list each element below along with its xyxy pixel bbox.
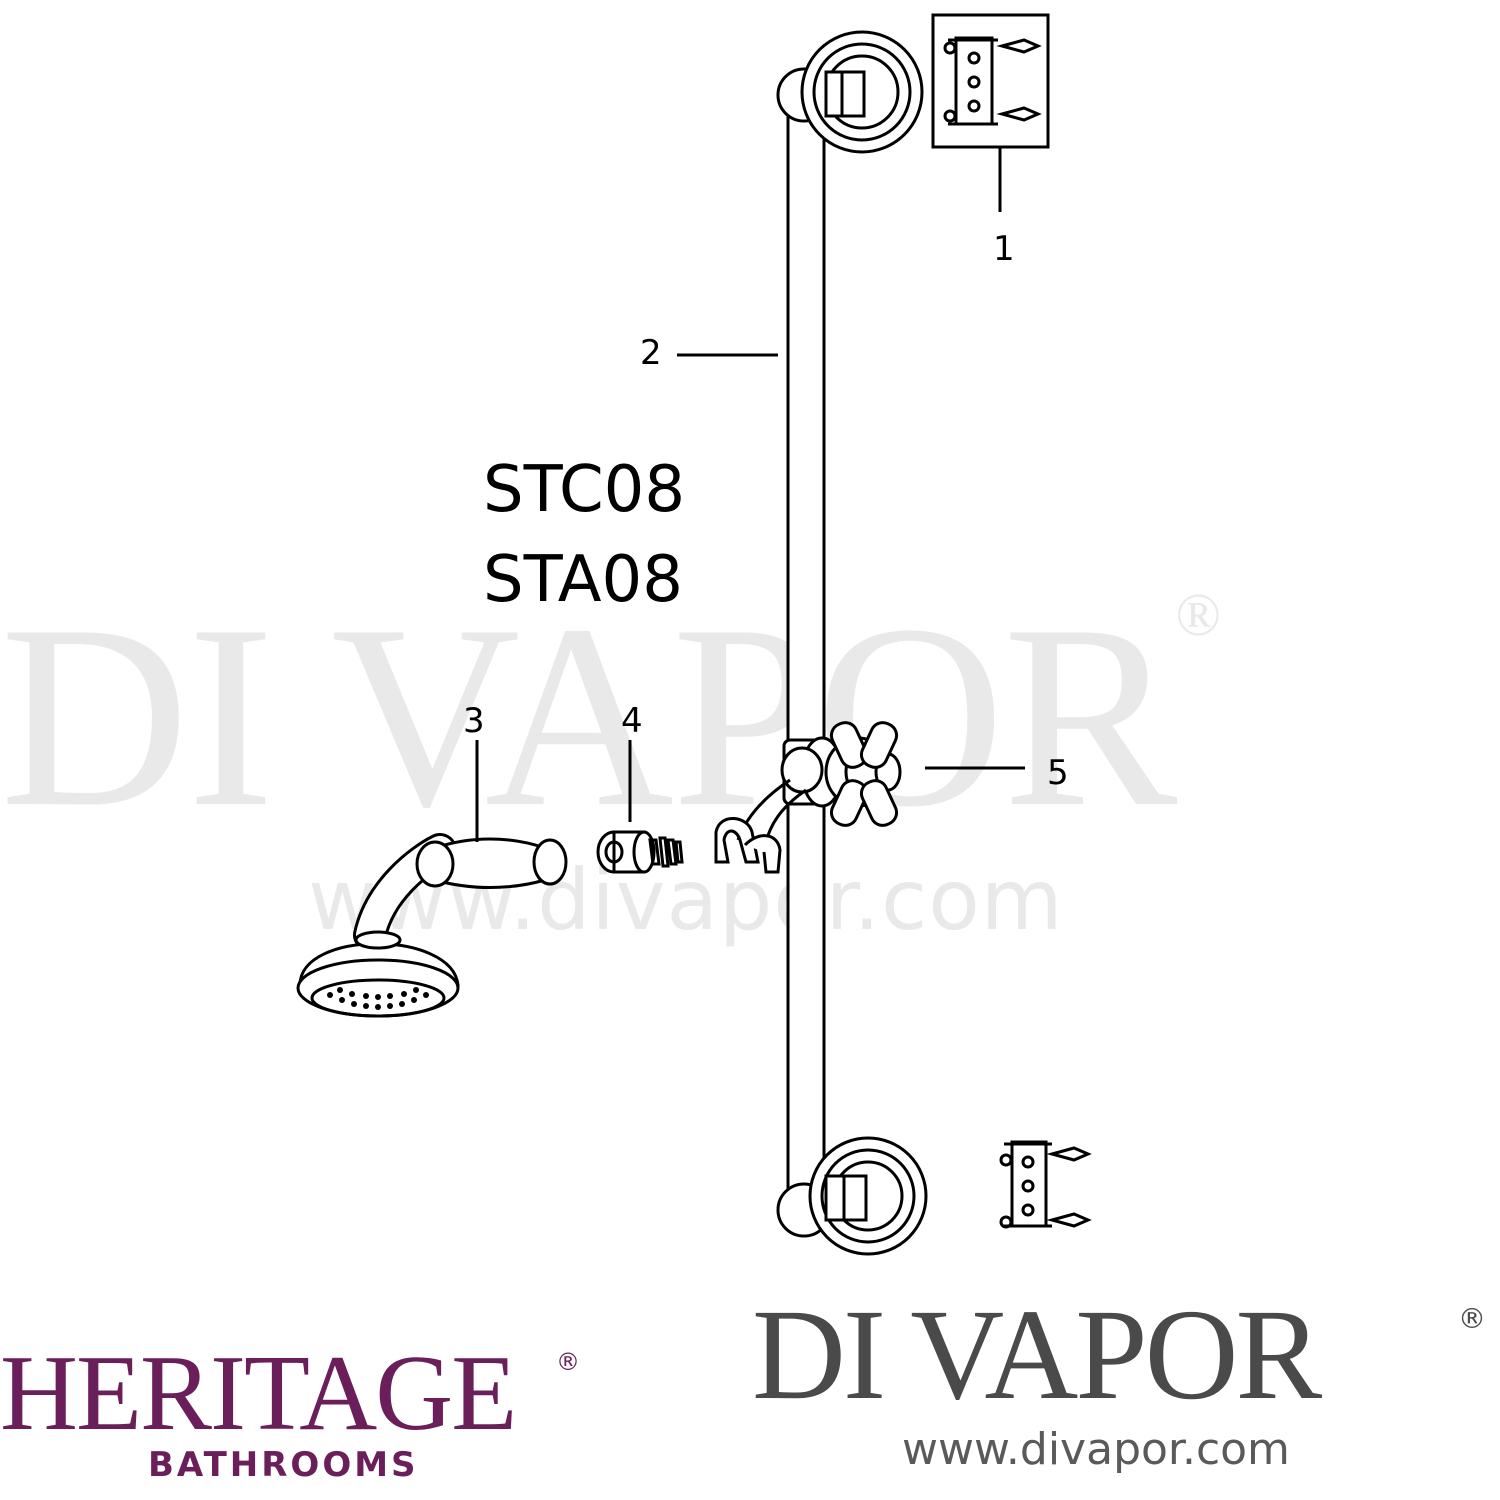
callout-part-2: 2 [640, 333, 662, 373]
divapor-reg-mark: ® [1458, 1302, 1486, 1335]
divapor-logo: DI VAPOR [752, 1283, 1322, 1427]
callout-part-3: 3 [463, 701, 485, 741]
shower-head-nozzles [327, 987, 429, 1010]
heritage-reg-mark: ® [556, 1348, 580, 1376]
hose-connector [596, 830, 684, 874]
divapor-url: www.divapor.com [902, 1424, 1290, 1475]
heritage-logo-sub: BATHROOMS [148, 1445, 419, 1485]
model-code-secondary: STA08 [483, 543, 683, 617]
heritage-logo: HERITAGE [0, 1334, 517, 1453]
callout-part-5: 5 [1047, 753, 1069, 793]
slider-bracket [714, 721, 902, 874]
fixing-kit-box [931, 13, 1050, 149]
bottom-wall-rose [808, 1136, 928, 1256]
model-code-primary: STC08 [483, 453, 686, 527]
fixing-kit-bottom [999, 1140, 1092, 1229]
riser-rail [776, 67, 832, 1238]
callout-part-1: 1 [993, 229, 1015, 269]
shower-handset [296, 833, 568, 1018]
watermark-brand: DI VAPOR® [0, 571, 1221, 861]
callout-part-4: 4 [621, 701, 643, 741]
top-wall-rose [800, 30, 924, 154]
